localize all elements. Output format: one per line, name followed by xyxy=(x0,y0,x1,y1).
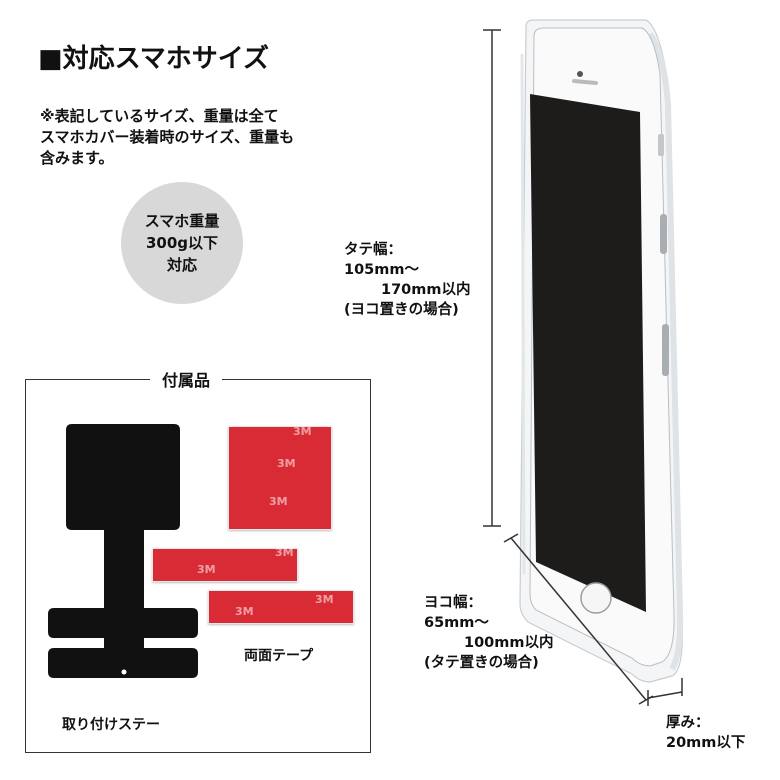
stay-label: 取り付けステー xyxy=(62,717,160,733)
thickness-spec-line: 20mm以下 xyxy=(666,735,746,751)
tape-logo: 3M xyxy=(315,593,334,606)
width-spec-line: 100mm以内 xyxy=(464,635,554,651)
thickness-dimension-line xyxy=(647,678,683,706)
height-spec-line: (ヨコ置きの場合) xyxy=(344,302,459,318)
thickness-spec: 厚み： 20mm以下 xyxy=(666,713,745,753)
width-spec-line: ヨコ幅： xyxy=(424,595,482,611)
height-spec-line: 105mm〜 xyxy=(344,262,419,278)
weight-badge-line: スマホ重量 xyxy=(144,212,220,230)
width-spec-line: 65mm〜 xyxy=(424,615,489,631)
note-line: ※表記しているサイズ、重量は全て xyxy=(40,107,279,125)
phone-image xyxy=(519,19,684,683)
tape-strip: 3M 3M xyxy=(152,546,298,582)
weight-badge-line: 300g以下 xyxy=(145,234,219,252)
tape-strip: 3M 3M xyxy=(208,590,354,624)
height-spec-line: 170mm以内 xyxy=(381,282,471,298)
tape-label: 両面テープ xyxy=(244,648,314,664)
thickness-spec-line: 厚み： xyxy=(666,715,710,731)
tape-logo: 3M xyxy=(275,546,294,559)
tape-logo: 3M xyxy=(293,425,312,438)
width-spec-line: (タテ置きの場合) xyxy=(424,655,539,671)
size-note: ※表記しているサイズ、重量は全て スマホカバー装着時のサイズ、重量も 含みます。 xyxy=(40,106,380,169)
page-title: ■対応スマホサイズ xyxy=(38,44,270,74)
mounting-stay-image xyxy=(48,424,198,678)
tape-logo: 3M xyxy=(269,495,288,508)
tape-logo: 3M xyxy=(235,605,254,618)
note-line: スマホカバー装着時のサイズ、重量も xyxy=(40,128,295,146)
note-line: 含みます。 xyxy=(40,149,114,167)
height-spec-line: タテ幅： xyxy=(344,242,402,258)
tape-logo: 3M xyxy=(277,457,296,470)
width-spec: ヨコ幅： 65mm〜 100mm以内 (タテ置きの場合) xyxy=(424,593,554,673)
tape-logo: 3M xyxy=(197,563,216,576)
accessories-title: 付属品 xyxy=(150,367,223,391)
weight-badge: スマホ重量 300g以下 対応 xyxy=(121,182,243,304)
weight-badge-line: 対応 xyxy=(166,256,197,274)
tape-square: 3M 3M 3M xyxy=(228,425,332,530)
height-spec: タテ幅： 105mm〜 170mm以内 (ヨコ置きの場合) xyxy=(344,240,471,320)
height-dimension-line xyxy=(483,29,501,527)
